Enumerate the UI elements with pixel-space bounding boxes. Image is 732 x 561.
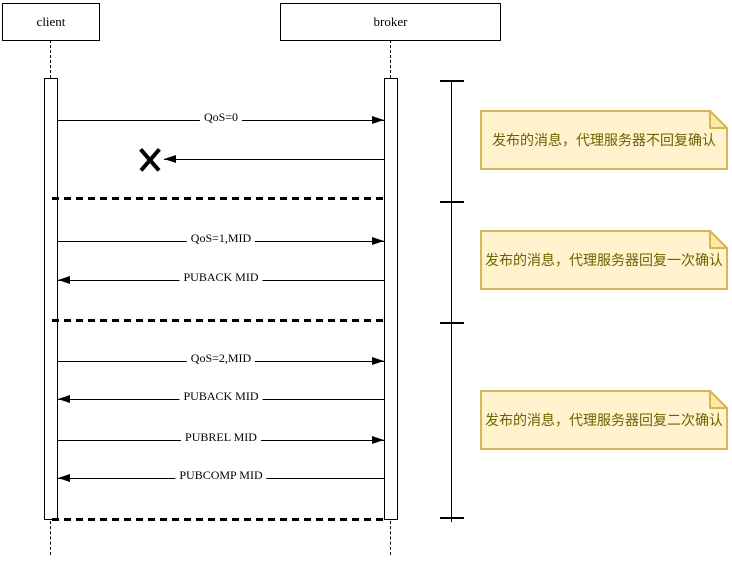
- note-text: 发布的消息，代理服务器回复二次确认: [485, 412, 723, 428]
- section-ruler-tick: [440, 517, 464, 519]
- message-label: PUBREL MID: [181, 430, 261, 444]
- message-label: PUBCOMP MID: [175, 468, 267, 482]
- message-arrow-puback-qos2: PUBACK MID: [58, 389, 384, 403]
- actor-box-client: client: [2, 3, 100, 41]
- arrowhead-icon: [58, 474, 70, 482]
- lifeline-client-top: [50, 40, 51, 78]
- arrowhead-icon: [372, 357, 384, 365]
- note-shape: [480, 110, 728, 170]
- section-divider: [52, 518, 388, 521]
- message-label: PUBACK MID: [179, 389, 263, 403]
- actor-box-broker: broker: [280, 3, 501, 41]
- message-arrow-qos0: QoS=0: [58, 110, 384, 124]
- message-label: PUBACK MID: [179, 270, 263, 284]
- lost-message-icon: [139, 148, 161, 170]
- message-arrow-pubrel: PUBREL MID: [58, 430, 384, 444]
- lifeline-client-bottom: [50, 521, 51, 555]
- arrowhead-icon: [164, 155, 176, 163]
- message-arrow-qos2: QoS=2,MID: [58, 351, 384, 365]
- message-label: QoS=2,MID: [186, 351, 256, 365]
- note-qos0: 发布的消息，代理服务器不回复确认: [480, 110, 728, 170]
- lifeline-broker-top: [390, 40, 391, 78]
- note-shape: [480, 230, 728, 290]
- activation-bar-broker: [384, 78, 398, 520]
- section-ruler-line: [451, 80, 452, 522]
- section-divider: [52, 319, 388, 322]
- section-ruler-tick: [440, 322, 464, 324]
- message-arrow-qos1: QoS=1,MID: [58, 231, 384, 245]
- section-ruler-tick: [440, 201, 464, 203]
- note-qos2: 发布的消息，代理服务器回复二次确认: [480, 390, 728, 450]
- arrowhead-icon: [372, 237, 384, 245]
- actor-label-client: client: [36, 14, 66, 29]
- arrowhead-icon: [58, 276, 70, 284]
- arrowhead-icon: [372, 436, 384, 444]
- note-shape: [480, 390, 728, 450]
- note-qos1: 发布的消息，代理服务器回复一次确认: [480, 230, 728, 290]
- arrowhead-icon: [58, 395, 70, 403]
- message-label: QoS=1,MID: [186, 231, 256, 245]
- message-label: QoS=0: [199, 110, 243, 124]
- message-arrow-pubcomp: PUBCOMP MID: [58, 468, 384, 482]
- lifeline-broker-bottom: [390, 521, 391, 555]
- note-text: 发布的消息，代理服务器不回复确认: [492, 132, 716, 148]
- note-text: 发布的消息，代理服务器回复一次确认: [485, 252, 723, 268]
- message-arrow-lost-reply: [164, 155, 384, 163]
- section-ruler-tick: [440, 80, 464, 82]
- activation-bar-client: [44, 78, 58, 520]
- actor-label-broker: broker: [373, 14, 408, 29]
- arrowhead-icon: [372, 116, 384, 124]
- section-divider: [52, 197, 388, 200]
- message-arrow-puback-qos1: PUBACK MID: [58, 270, 384, 284]
